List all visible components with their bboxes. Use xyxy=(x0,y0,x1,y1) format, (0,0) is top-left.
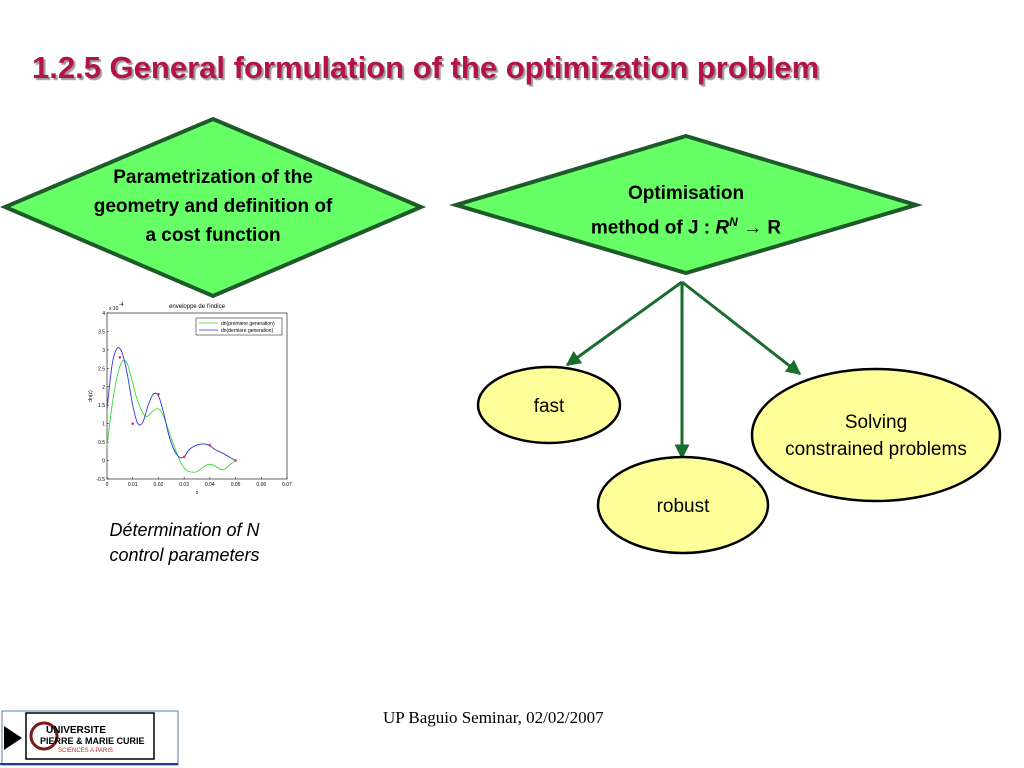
legend-label-series-2: dn(derniere generation) xyxy=(221,328,274,334)
chart-y-ticks: -0.5 0 0.5 1 1.5 2 2.5 3 3.5 4 xyxy=(96,311,109,483)
solving-node-line-2: constrained problems xyxy=(785,439,967,460)
right-diamond-suffix: R xyxy=(767,217,782,239)
chart-title: enveloppe de l'indice xyxy=(169,304,226,310)
left-diamond-line-3: a cost function xyxy=(145,225,281,246)
x-tick-label: 0.02 xyxy=(154,482,164,488)
left-diamond-shape xyxy=(0,116,427,299)
robust-node-label: robust xyxy=(656,496,710,517)
arrow-to-fast xyxy=(565,280,683,367)
control-point-marker xyxy=(208,443,212,447)
y-tick-label: 1.5 xyxy=(98,403,105,409)
logo-emblem-icon xyxy=(29,721,59,751)
control-point-marker xyxy=(131,422,135,425)
legend-box xyxy=(195,317,283,336)
x-tick-label: 0.05 xyxy=(231,482,241,488)
y-tick-label: 4 xyxy=(102,311,105,317)
x-tick-label: 0.01 xyxy=(128,482,138,488)
x-tick-label: 0.04 xyxy=(205,482,215,488)
logo-line-3: SCIENCES A PARIS xyxy=(58,748,113,754)
chart-frame xyxy=(106,312,288,480)
left-diamond-line-2: geometry and definition of xyxy=(93,196,333,217)
right-diamond-line-2: method of J : RN → R xyxy=(546,208,826,242)
logo-emblem-box xyxy=(25,712,155,760)
fast-node-label: fast xyxy=(533,396,565,417)
y-tick-label: 3 xyxy=(102,348,105,354)
legend-label-series-1: dn(premiere generation) xyxy=(221,321,275,327)
right-diamond-line-1: Optimisation xyxy=(627,183,745,204)
logo-line-1: UNIVERSITE xyxy=(46,725,106,736)
control-point-marker xyxy=(157,392,160,396)
control-point-marker xyxy=(118,355,122,359)
university-logo: UNIVERSITE PIERRE & MARIE CURIE SCIENCES… xyxy=(0,710,179,766)
chart-legend: dn(premiere generation) dn(derniere gene… xyxy=(195,317,283,336)
left-diamond-line-1: Parametrization of the xyxy=(113,167,313,188)
y-tick-label: 3.5 xyxy=(98,329,105,335)
chart-caption: Détermination of N control parameters xyxy=(62,518,307,568)
logo-play-icon xyxy=(4,726,22,750)
right-diamond-arrow: → xyxy=(743,217,763,239)
series-line-1 xyxy=(106,359,236,473)
chart-ylabel: dn(z) xyxy=(88,390,94,402)
solving-node-shape xyxy=(750,367,1002,503)
left-diamond-label: Parametrization of the geometry and defi… xyxy=(58,163,368,250)
right-diamond-R: R xyxy=(715,217,730,239)
control-point-marker xyxy=(234,459,237,462)
fast-node-shape xyxy=(476,365,622,445)
x-tick-label: 0.07 xyxy=(282,482,292,488)
chart-y-exponent-power: -4 xyxy=(119,302,124,308)
chart-x-ticks: 0 0.01 0.02 0.03 0.04 0.05 0.06 0.07 xyxy=(106,477,292,488)
right-diamond-label: Optimisation method of J : RN → R xyxy=(546,179,826,242)
right-diamond-sup: N xyxy=(729,215,738,229)
arrow-to-solving xyxy=(681,280,802,376)
solving-node-line-1: Solving xyxy=(844,412,908,433)
x-tick-label: 0.03 xyxy=(179,482,189,488)
chart-y-exponent: x 10 xyxy=(109,306,119,312)
y-tick-label: -0.5 xyxy=(96,477,105,483)
slide-title: 1.2.5 General formulation of the optimiz… xyxy=(32,50,820,85)
y-tick-label: 2 xyxy=(102,385,105,391)
caption-line-1: Détermination of N xyxy=(109,520,260,540)
slide-footer: UP Baguio Seminar, 02/02/2007 xyxy=(383,708,604,727)
solving-node-label: Solving constrained problems xyxy=(756,409,996,463)
robust-node-shape xyxy=(596,455,770,555)
y-tick-label: 0.5 xyxy=(98,440,105,446)
y-tick-label: 2.5 xyxy=(98,366,105,372)
caption-line-2: control parameters xyxy=(109,545,260,565)
logo-line-2: PIERRE & MARIE CURIE xyxy=(40,736,145,746)
y-tick-label: 1 xyxy=(102,422,105,428)
right-diamond-shape xyxy=(448,133,924,276)
y-tick-label: 0 xyxy=(102,459,105,465)
right-diamond-prefix: method of J : xyxy=(590,217,716,239)
chart-xlabel: z xyxy=(196,490,199,496)
x-tick-label: 0.06 xyxy=(256,482,266,488)
x-tick-label: 0 xyxy=(106,482,109,488)
chart-markers xyxy=(118,355,237,462)
control-point-marker xyxy=(182,455,186,459)
